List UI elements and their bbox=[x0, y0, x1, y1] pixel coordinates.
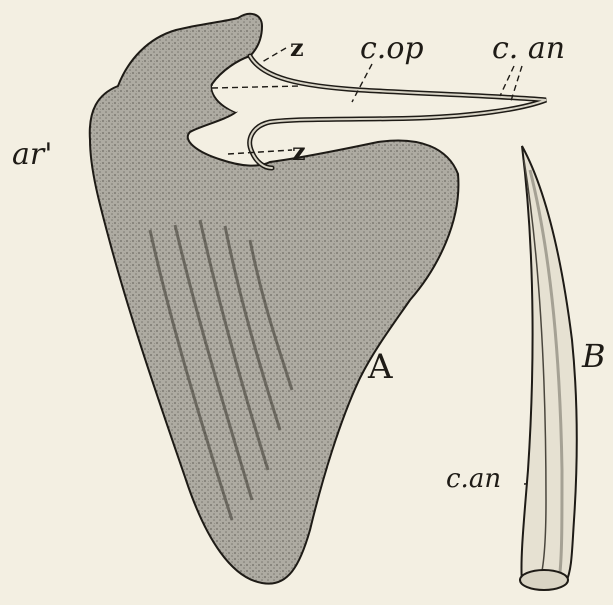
label-z-upper: z bbox=[290, 36, 304, 60]
label-specimen-b: B bbox=[582, 340, 606, 372]
label-can-b: c.an bbox=[446, 466, 501, 492]
label-can-top: c. an bbox=[492, 34, 565, 64]
label-ar: ar' bbox=[12, 140, 52, 170]
label-cop: c.op bbox=[360, 34, 424, 64]
label-specimen-a: A bbox=[368, 350, 393, 384]
leader-cop bbox=[352, 64, 372, 102]
label-z-lower: z bbox=[292, 140, 306, 164]
spine-b-base bbox=[520, 570, 568, 590]
spine-b bbox=[521, 146, 576, 588]
leader-z-upper bbox=[262, 48, 286, 62]
bone-a bbox=[90, 14, 459, 584]
leader-can-top-1 bbox=[500, 66, 514, 96]
